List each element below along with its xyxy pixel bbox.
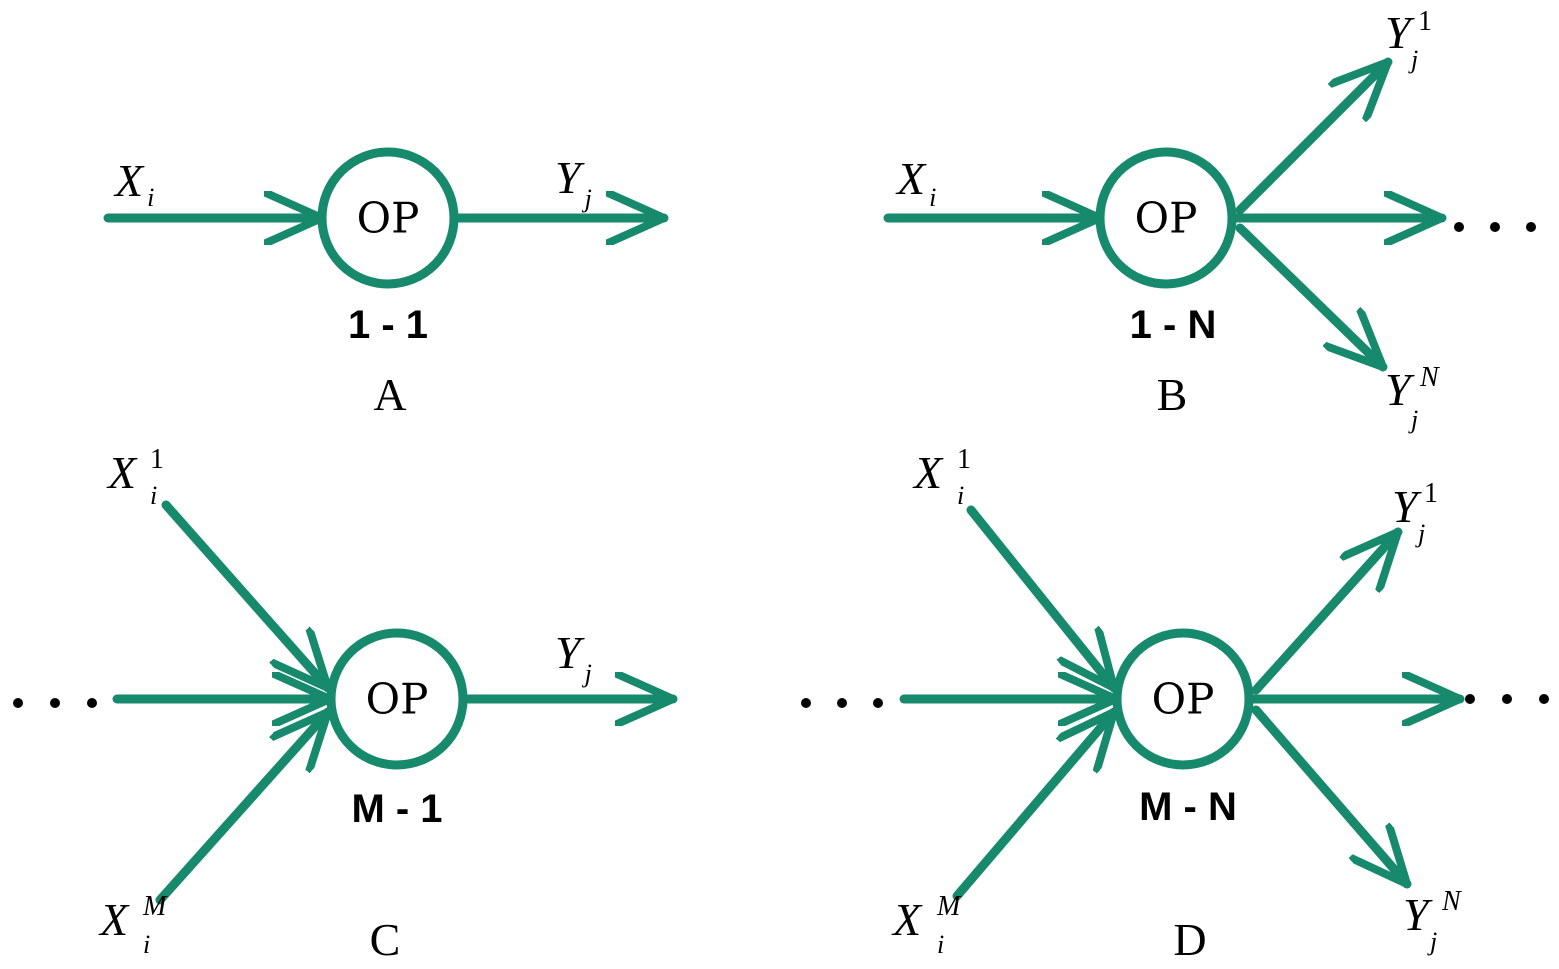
- svg-text:Y: Y: [1385, 364, 1415, 415]
- svg-text:j: j: [1408, 45, 1418, 74]
- input-edge-xm: [155, 707, 333, 905]
- output-edge-y1: [1235, 57, 1393, 215]
- var-yn: Y N j: [1385, 362, 1440, 434]
- svg-text:Y: Y: [1392, 481, 1422, 532]
- ellipsis-dots: [13, 698, 97, 708]
- output-edge-yn: [1251, 705, 1412, 889]
- svg-text:i: i: [150, 481, 157, 510]
- input-edge-x1: [966, 505, 1119, 693]
- var-xm: X M i: [98, 891, 168, 959]
- op-label: OP: [357, 194, 420, 243]
- svg-text:Y: Y: [1385, 7, 1415, 58]
- svg-text:i: i: [957, 481, 964, 510]
- panel-letter: B: [1157, 369, 1188, 420]
- svg-text:i: i: [143, 930, 150, 959]
- svg-text:X: X: [106, 447, 138, 498]
- svg-text:N: N: [1419, 362, 1440, 393]
- var-xm: X M i: [891, 891, 962, 959]
- svg-text:1: 1: [150, 444, 164, 475]
- op-label: OP: [366, 675, 429, 724]
- svg-text:N: N: [1441, 886, 1462, 917]
- svg-text:i: i: [937, 930, 944, 959]
- ellipsis-dots: [1454, 222, 1536, 232]
- panel-letter: C: [370, 914, 401, 965]
- ellipsis-dots: [801, 698, 883, 708]
- panel-letter: D: [1173, 914, 1206, 965]
- svg-text:X: X: [98, 894, 130, 945]
- relation-type-label: 1 - 1: [348, 303, 428, 347]
- var-x1: X 1 i: [106, 444, 164, 510]
- svg-text:1: 1: [957, 444, 971, 475]
- op-label: OP: [1152, 675, 1215, 724]
- relation-type-label: M - N: [1139, 785, 1237, 829]
- svg-text:Y: Y: [1403, 889, 1433, 940]
- svg-text:j: j: [1415, 519, 1425, 548]
- svg-text:X: X: [891, 894, 923, 945]
- svg-text:X: X: [912, 447, 944, 498]
- relation-type-label: M - 1: [351, 787, 442, 831]
- output-edge-y1: [1251, 527, 1403, 695]
- svg-text:M: M: [936, 891, 962, 922]
- svg-text:M: M: [142, 891, 168, 922]
- panel-d: OP X 1 i X M i Y 1 j Y: [801, 444, 1549, 965]
- svg-text:1: 1: [1424, 478, 1438, 509]
- var-y1: Y 1 j: [1385, 6, 1432, 74]
- input-edge-xm: [952, 707, 1119, 901]
- svg-text:j: j: [1408, 405, 1418, 434]
- panel-letter: A: [373, 369, 406, 420]
- var-x1: X 1 i: [912, 444, 971, 510]
- ellipsis-dots: [1465, 694, 1549, 704]
- var-yn: Y N j: [1403, 886, 1462, 956]
- input-edge-x1: [161, 500, 333, 693]
- output-edge-yn: [1235, 223, 1388, 372]
- svg-text:1: 1: [1418, 6, 1432, 37]
- op-label: OP: [1135, 194, 1198, 243]
- var-y1: Y 1 j: [1392, 478, 1438, 548]
- relation-type-label: 1 - N: [1130, 303, 1217, 347]
- svg-text:j: j: [1427, 927, 1437, 956]
